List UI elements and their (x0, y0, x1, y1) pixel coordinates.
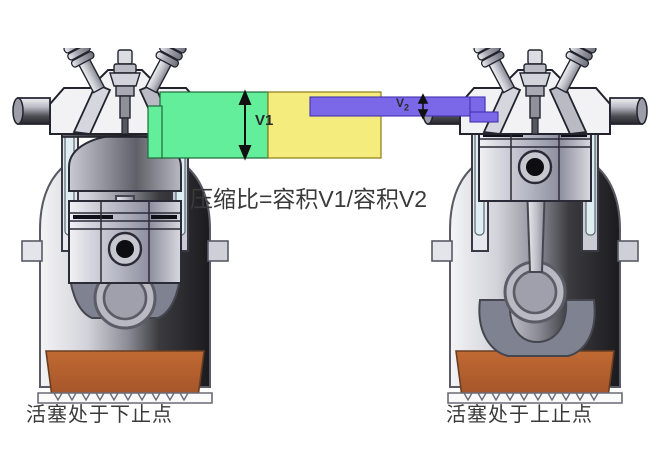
v2-label-sub: 2 (404, 102, 410, 113)
caption-left-bdc: 活塞处于下止点 (26, 404, 173, 426)
v1-dimension-arrow (238, 89, 252, 161)
right-engine (422, 48, 648, 404)
v2-label: V2 (396, 96, 409, 112)
green-volume-block (159, 91, 269, 159)
v1-label: V1 (255, 112, 274, 129)
v2-dimension-arrow (417, 93, 429, 120)
v2-label-main: V (396, 96, 405, 110)
green-volume-connector (147, 105, 163, 159)
caption-right-tdc: 活塞处于上止点 (446, 404, 593, 426)
compression-ratio-formula: 压缩比=容积V1/容积V2 (190, 186, 428, 212)
purple-v2-tail (469, 111, 499, 123)
